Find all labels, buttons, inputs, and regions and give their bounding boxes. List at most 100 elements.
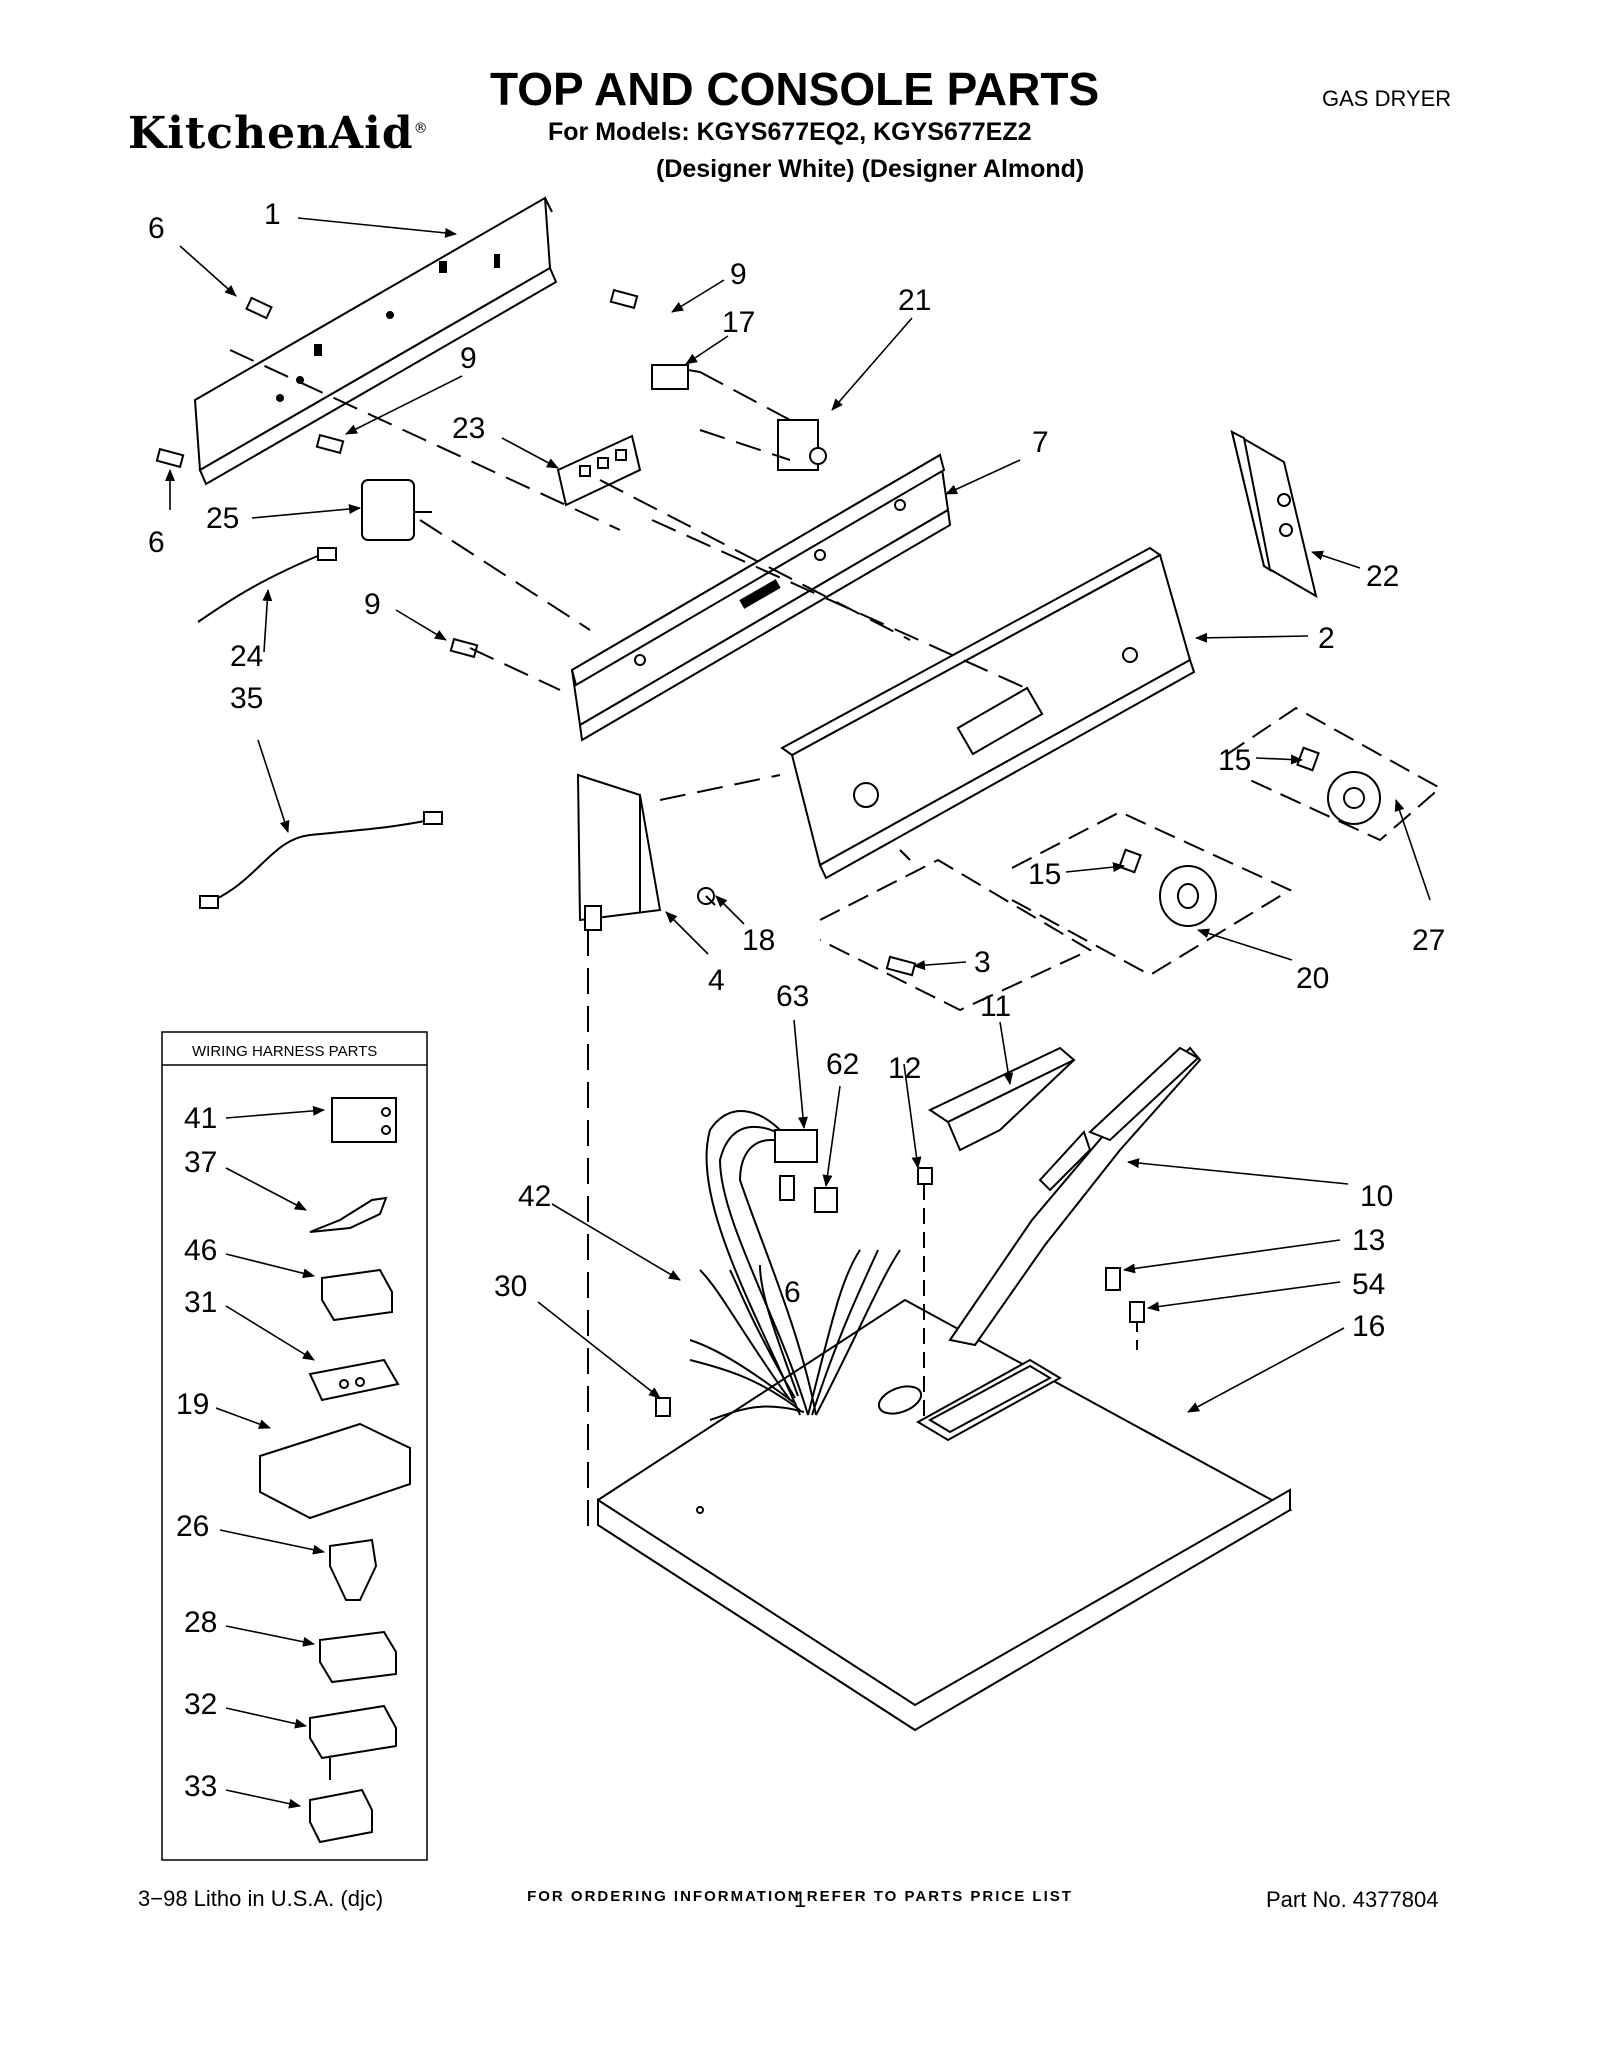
- screw-part-3: [885, 955, 917, 977]
- callout-17: 17: [722, 306, 755, 339]
- rear-panel-plate-part: [193, 196, 558, 486]
- callout-62: 62: [826, 1048, 859, 1081]
- harness-part-41: [331, 1097, 397, 1143]
- harness-part-28: [319, 1630, 397, 1684]
- end-cap-part-22: [1230, 429, 1318, 599]
- screw-part-6-lower: [155, 447, 185, 469]
- harness-box-title: WIRING HARNESS PARTS: [192, 1043, 377, 1060]
- harness-part-37: [309, 1196, 388, 1233]
- callout-9-middle: 9: [460, 342, 477, 375]
- registered-mark: ®: [413, 120, 429, 137]
- console-end-part-4: [576, 773, 662, 931]
- harness-part-31: [308, 1358, 400, 1402]
- model-colors: (Designer White) (Designer Almond): [656, 155, 1085, 183]
- harness-part-35-connector-b: [423, 811, 443, 825]
- top-plate-part-16: [597, 1298, 1293, 1732]
- page-title: TOP AND CONSOLE PARTS: [490, 63, 1100, 115]
- callout-15-left: 15: [1028, 858, 1061, 891]
- callout-9-top: 9: [730, 258, 747, 291]
- wiring-harness-part-63: [689, 1110, 901, 1421]
- callout-7: 7: [1032, 426, 1049, 459]
- leader-arrows: [165, 217, 1431, 1413]
- harness-callout-46: 46: [184, 1234, 217, 1267]
- callout-3: 3: [974, 946, 991, 979]
- callout-63: 63: [776, 980, 809, 1013]
- harness-part-35-connector-a: [199, 895, 219, 909]
- harness-callout-33: 33: [184, 1770, 217, 1803]
- harness-part-26: [329, 1538, 378, 1601]
- callout-54: 54: [1352, 1268, 1385, 1301]
- clip-part-12: [917, 1167, 933, 1420]
- callout-35: 35: [230, 682, 263, 715]
- knob-assembly-20-outline: [1011, 810, 1293, 977]
- lint-duct-part-10: [948, 1046, 1202, 1347]
- document-type: GAS DRYER: [1322, 86, 1452, 111]
- screw-part-54: [1129, 1301, 1145, 1350]
- harness-callout-19: 19: [176, 1388, 209, 1421]
- timer-part-25: [361, 479, 432, 541]
- screw-part-6-upper: [245, 296, 273, 320]
- harness-part-24-connector: [317, 547, 337, 561]
- callout-18: 18: [742, 924, 775, 957]
- harness-callout-41: 41: [184, 1102, 217, 1135]
- console-rail-part-7: [570, 453, 952, 742]
- screw-part-9-c: [449, 637, 479, 659]
- grommet-part-30: [655, 1397, 671, 1417]
- harness-callout-28: 28: [184, 1606, 217, 1639]
- knob-part-27: [1296, 746, 1381, 825]
- model-numbers: For Models: KGYS677EQ2, KGYS677EZ2: [548, 118, 1032, 146]
- brand-logo: KitchenAid®: [128, 108, 429, 159]
- harness-part-24: [197, 554, 321, 623]
- callout-9-lower: 9: [364, 588, 381, 621]
- lint-opening: [915, 1358, 1063, 1442]
- page-number: 1: [794, 1887, 807, 1912]
- callout-25: 25: [206, 502, 239, 535]
- callout-30: 30: [494, 1270, 527, 1303]
- callout-16: 16: [1352, 1310, 1385, 1343]
- harness-leader-arrows: [215, 1105, 325, 1809]
- screw-part-9-a: [609, 288, 639, 310]
- callout-2: 2: [1318, 622, 1335, 655]
- button-switch-part-23: [556, 434, 642, 507]
- connector-part-17: [651, 364, 701, 390]
- callout-10: 10: [1360, 1180, 1393, 1213]
- harness-callout-32: 32: [184, 1688, 217, 1721]
- callout-6-bottom: 6: [784, 1276, 801, 1309]
- harness-part-32: [309, 1704, 397, 1780]
- harness-callout-37: 37: [184, 1146, 217, 1179]
- knob-assembly-27-outline: [1225, 706, 1442, 842]
- callout-4: 4: [708, 964, 725, 997]
- callout-24: 24: [230, 640, 263, 673]
- brand-name: KitchenAid: [128, 108, 414, 159]
- screw-part-9-b: [315, 433, 345, 455]
- switch-part-21: [777, 419, 827, 471]
- harness-part-19: [259, 1422, 411, 1520]
- callout-1: 1: [264, 198, 281, 231]
- harness-part-46: [321, 1268, 393, 1322]
- console-mount-outline: [819, 858, 1093, 1012]
- harness-box-frame: [161, 1031, 428, 1861]
- lint-screen-cover-part-11: [927, 1046, 1076, 1152]
- screw-part-6-bottom: [779, 1175, 795, 1201]
- callout-42: 42: [518, 1180, 551, 1213]
- callout-20: 20: [1296, 962, 1329, 995]
- litho-line: 3−98 Litho in U.S.A. (djc): [138, 1886, 384, 1911]
- ordering-note: FOR ORDERING INFORMATION REFER TO PARTS …: [527, 1888, 1073, 1905]
- screw-part-13: [1105, 1267, 1121, 1291]
- callout-13: 13: [1352, 1224, 1385, 1257]
- callout-12: 12: [888, 1052, 921, 1085]
- callout-11: 11: [980, 990, 1011, 1023]
- callout-23: 23: [452, 412, 485, 445]
- harness-callout-26: 26: [176, 1510, 209, 1543]
- harness-callout-31: 31: [184, 1286, 217, 1319]
- console-part-2: [780, 546, 1196, 880]
- harness-part-33: [309, 1788, 373, 1844]
- callout-15-right: 15: [1218, 744, 1251, 777]
- callout-6-top: 6: [148, 212, 165, 245]
- callout-6-lower: 6: [148, 526, 165, 559]
- part-number: Part No. 4377804: [1266, 1887, 1439, 1912]
- callout-27: 27: [1412, 924, 1445, 957]
- knob-part-20: [1118, 848, 1217, 927]
- screw-part-18: [697, 887, 716, 906]
